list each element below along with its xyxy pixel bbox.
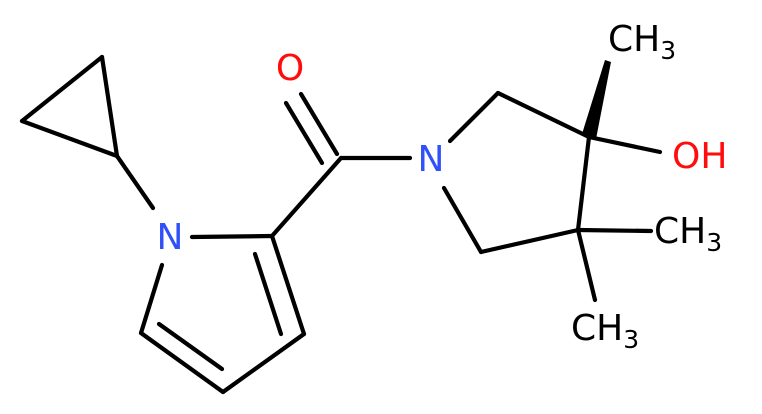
bond [298,91,340,157]
bond [283,100,325,166]
bond [99,54,120,159]
methyl-label-text: CH [654,211,706,252]
pyrrole-ring [138,233,307,395]
oxygen-atom-label: O [276,48,304,89]
methyl-subscript: 3 [706,228,722,257]
bond [220,331,307,395]
bond [156,321,225,372]
nitrogen-atom-label: N [418,139,445,180]
bond [447,90,501,144]
methyl-label-text: CH [608,19,660,60]
bond [575,134,592,233]
hydroxyl-label: OH [672,136,727,177]
bond [495,90,592,140]
cyclopropyl-ring [19,54,120,159]
methyl-label-text: CH [571,308,623,349]
bond [269,233,307,337]
bond [269,155,344,239]
bond [441,185,484,255]
bond [19,118,120,159]
bond [575,227,598,303]
bond [189,233,275,240]
bond [478,227,581,255]
methyl-subscript: 3 [623,325,639,354]
bond [138,330,226,395]
nitrogen-atom-label: N [157,217,184,258]
wedge-bond [582,60,611,139]
bond [252,251,284,337]
bond [138,262,165,336]
carbonyl-double-bond [283,91,340,166]
methyl-label: CH3 [654,211,722,257]
methyl-label: CH3 [571,308,639,354]
bond [575,227,654,234]
methyl-label: CH3 [608,19,676,65]
pyrrolidine-ring [441,90,592,255]
bond [586,134,663,155]
methyl-subscript: 3 [660,36,676,65]
bond [19,54,105,124]
bond [114,153,156,211]
